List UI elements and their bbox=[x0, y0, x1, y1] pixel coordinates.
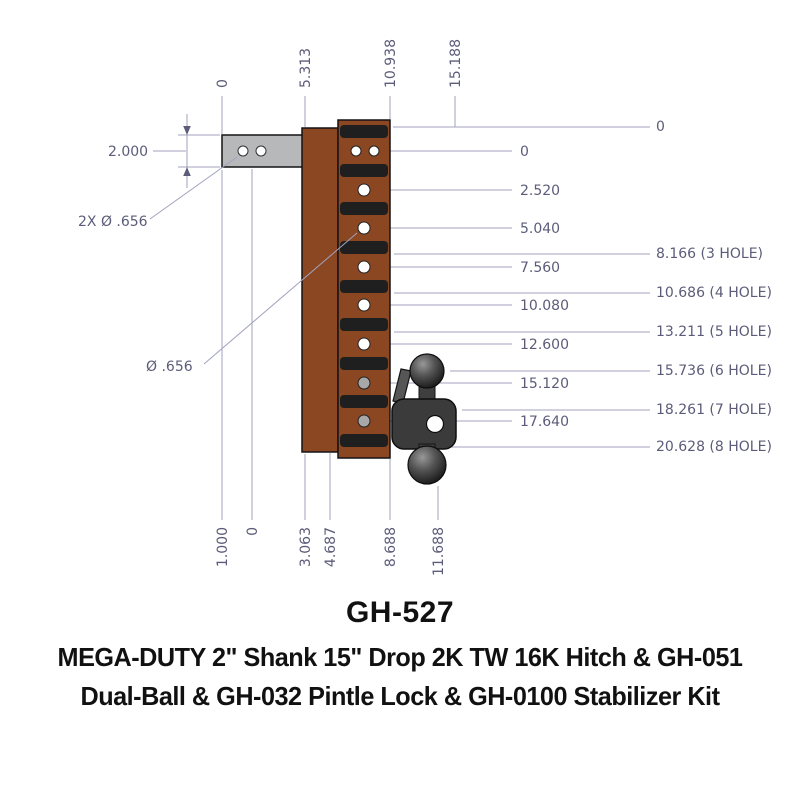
channel-ribs bbox=[340, 125, 388, 447]
dim-label-channel-hole-dia: Ø .656 bbox=[146, 359, 193, 375]
shank-hole bbox=[237, 145, 249, 157]
dim-label-drop: 10.686 (4 HOLE) bbox=[656, 285, 772, 301]
pintle-hole bbox=[425, 414, 445, 434]
arrow-up-icon bbox=[183, 167, 191, 176]
product-description-line2: Dual-Ball & GH-032 Pintle Lock & GH-0100… bbox=[80, 681, 720, 711]
dim-label-hole-spacing: 5.040 bbox=[520, 221, 560, 237]
pintle-latch bbox=[392, 368, 412, 404]
dim-label-bottom: 1.000 bbox=[215, 527, 231, 567]
dim-label-bottom: 8.688 bbox=[383, 527, 399, 567]
product-description-line1: MEGA-DUTY 2" Shank 15" Drop 2K TW 16K Hi… bbox=[57, 642, 743, 672]
leader-line bbox=[203, 232, 358, 365]
dim-label-top: 15.188 bbox=[448, 39, 464, 88]
channel-hole bbox=[368, 145, 380, 157]
channel-rib bbox=[340, 202, 388, 215]
dimension-labels: 0 5.313 10.938 15.188 0 2.520 5.040 7.56… bbox=[78, 39, 772, 576]
channel-rib bbox=[340, 125, 388, 138]
dim-label-top: 0 bbox=[215, 79, 231, 88]
arrow-down-icon bbox=[183, 126, 191, 135]
dim-label-shank-hole-dia: 2X Ø .656 bbox=[78, 214, 148, 230]
ball-mount-plate bbox=[391, 398, 457, 450]
top-hitch-ball bbox=[409, 353, 445, 389]
dim-label-hole-spacing: 0 bbox=[520, 144, 529, 160]
dim-label-hole-spacing: 2.520 bbox=[520, 183, 560, 199]
dim-label-drop: 0 bbox=[656, 119, 665, 135]
dim-label-bottom: 3.063 bbox=[298, 527, 314, 567]
dim-label-hole-spacing: 12.600 bbox=[520, 337, 569, 353]
dim-label-top: 5.313 bbox=[298, 48, 314, 88]
drop-bar bbox=[301, 127, 339, 453]
channel-rib bbox=[340, 395, 388, 408]
dim-label-shank-height: 2.000 bbox=[108, 144, 148, 160]
technical-drawing: 0 5.313 10.938 15.188 0 2.520 5.040 7.56… bbox=[78, 39, 772, 576]
channel-rib bbox=[340, 241, 388, 254]
dim-label-bottom: 11.688 bbox=[431, 527, 447, 576]
channel-hole bbox=[357, 260, 371, 274]
dim-label-bottom: 0 bbox=[245, 527, 261, 536]
dim-label-hole-spacing: 7.560 bbox=[520, 260, 560, 276]
dim-label-hole-spacing: 17.640 bbox=[520, 414, 569, 430]
dim-label-hole-spacing: 15.120 bbox=[520, 376, 569, 392]
bottom-hitch-ball bbox=[407, 445, 447, 485]
channel-hole-pinned bbox=[357, 376, 371, 390]
channel-rib bbox=[340, 280, 388, 293]
channel-hole bbox=[357, 337, 371, 351]
dim-label-bottom: 4.687 bbox=[323, 527, 339, 567]
hitch-geometry bbox=[221, 119, 457, 485]
dim-label-hole-spacing: 10.080 bbox=[520, 298, 569, 314]
title-block: GH-527 MEGA-DUTY 2" Shank 15" Drop 2K TW… bbox=[0, 596, 800, 720]
drawing-area: 0 5.313 10.938 15.188 0 2.520 5.040 7.56… bbox=[78, 39, 772, 576]
channel-hole bbox=[357, 183, 371, 197]
channel-hole-pinned bbox=[357, 414, 371, 428]
dimension-arrows bbox=[183, 126, 191, 176]
channel-rib bbox=[340, 164, 388, 177]
dim-label-drop: 15.736 (6 HOLE) bbox=[656, 363, 772, 379]
channel-hole bbox=[357, 298, 371, 312]
dim-label-drop: 8.166 (3 HOLE) bbox=[656, 246, 763, 262]
channel-rib bbox=[340, 318, 388, 331]
product-model: GH-527 bbox=[345, 596, 455, 629]
dim-label-drop: 18.261 (7 HOLE) bbox=[656, 402, 772, 418]
dim-label-top: 10.938 bbox=[383, 39, 399, 88]
channel-rib bbox=[340, 357, 388, 370]
channel-hole bbox=[350, 145, 362, 157]
shank-hole bbox=[255, 145, 267, 157]
dim-label-drop: 13.211 (5 HOLE) bbox=[656, 324, 772, 340]
channel-holes bbox=[350, 145, 380, 428]
leader-line bbox=[149, 156, 238, 220]
channel-hole bbox=[357, 221, 371, 235]
channel-rib bbox=[340, 434, 388, 447]
dim-label-drop: 20.628 (8 HOLE) bbox=[656, 439, 772, 455]
